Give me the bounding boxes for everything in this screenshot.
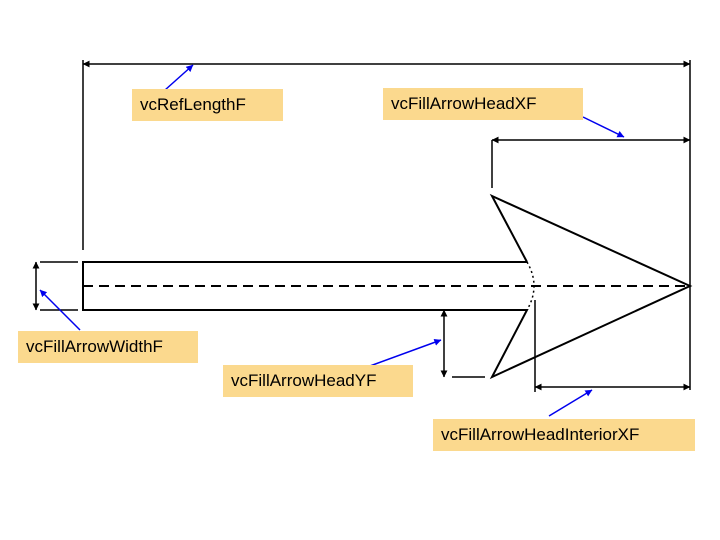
- head-x-label: vcFillArrowHeadXF: [383, 88, 583, 120]
- head-y-pointer: [369, 339, 442, 367]
- width-pointer: [39, 289, 81, 331]
- head-interior-x-label: vcFillArrowHeadInteriorXF: [433, 419, 695, 451]
- ref-length-pointer: [164, 64, 194, 91]
- head-interior-pointer: [548, 389, 593, 417]
- width-label: vcFillArrowWidthF: [18, 331, 198, 363]
- ref-length-label: vcRefLengthF: [132, 89, 283, 121]
- head-y-label: vcFillArrowHeadYF: [223, 365, 413, 397]
- arrow-outline: [82, 193, 693, 380]
- head-x-pointer: [582, 116, 625, 138]
